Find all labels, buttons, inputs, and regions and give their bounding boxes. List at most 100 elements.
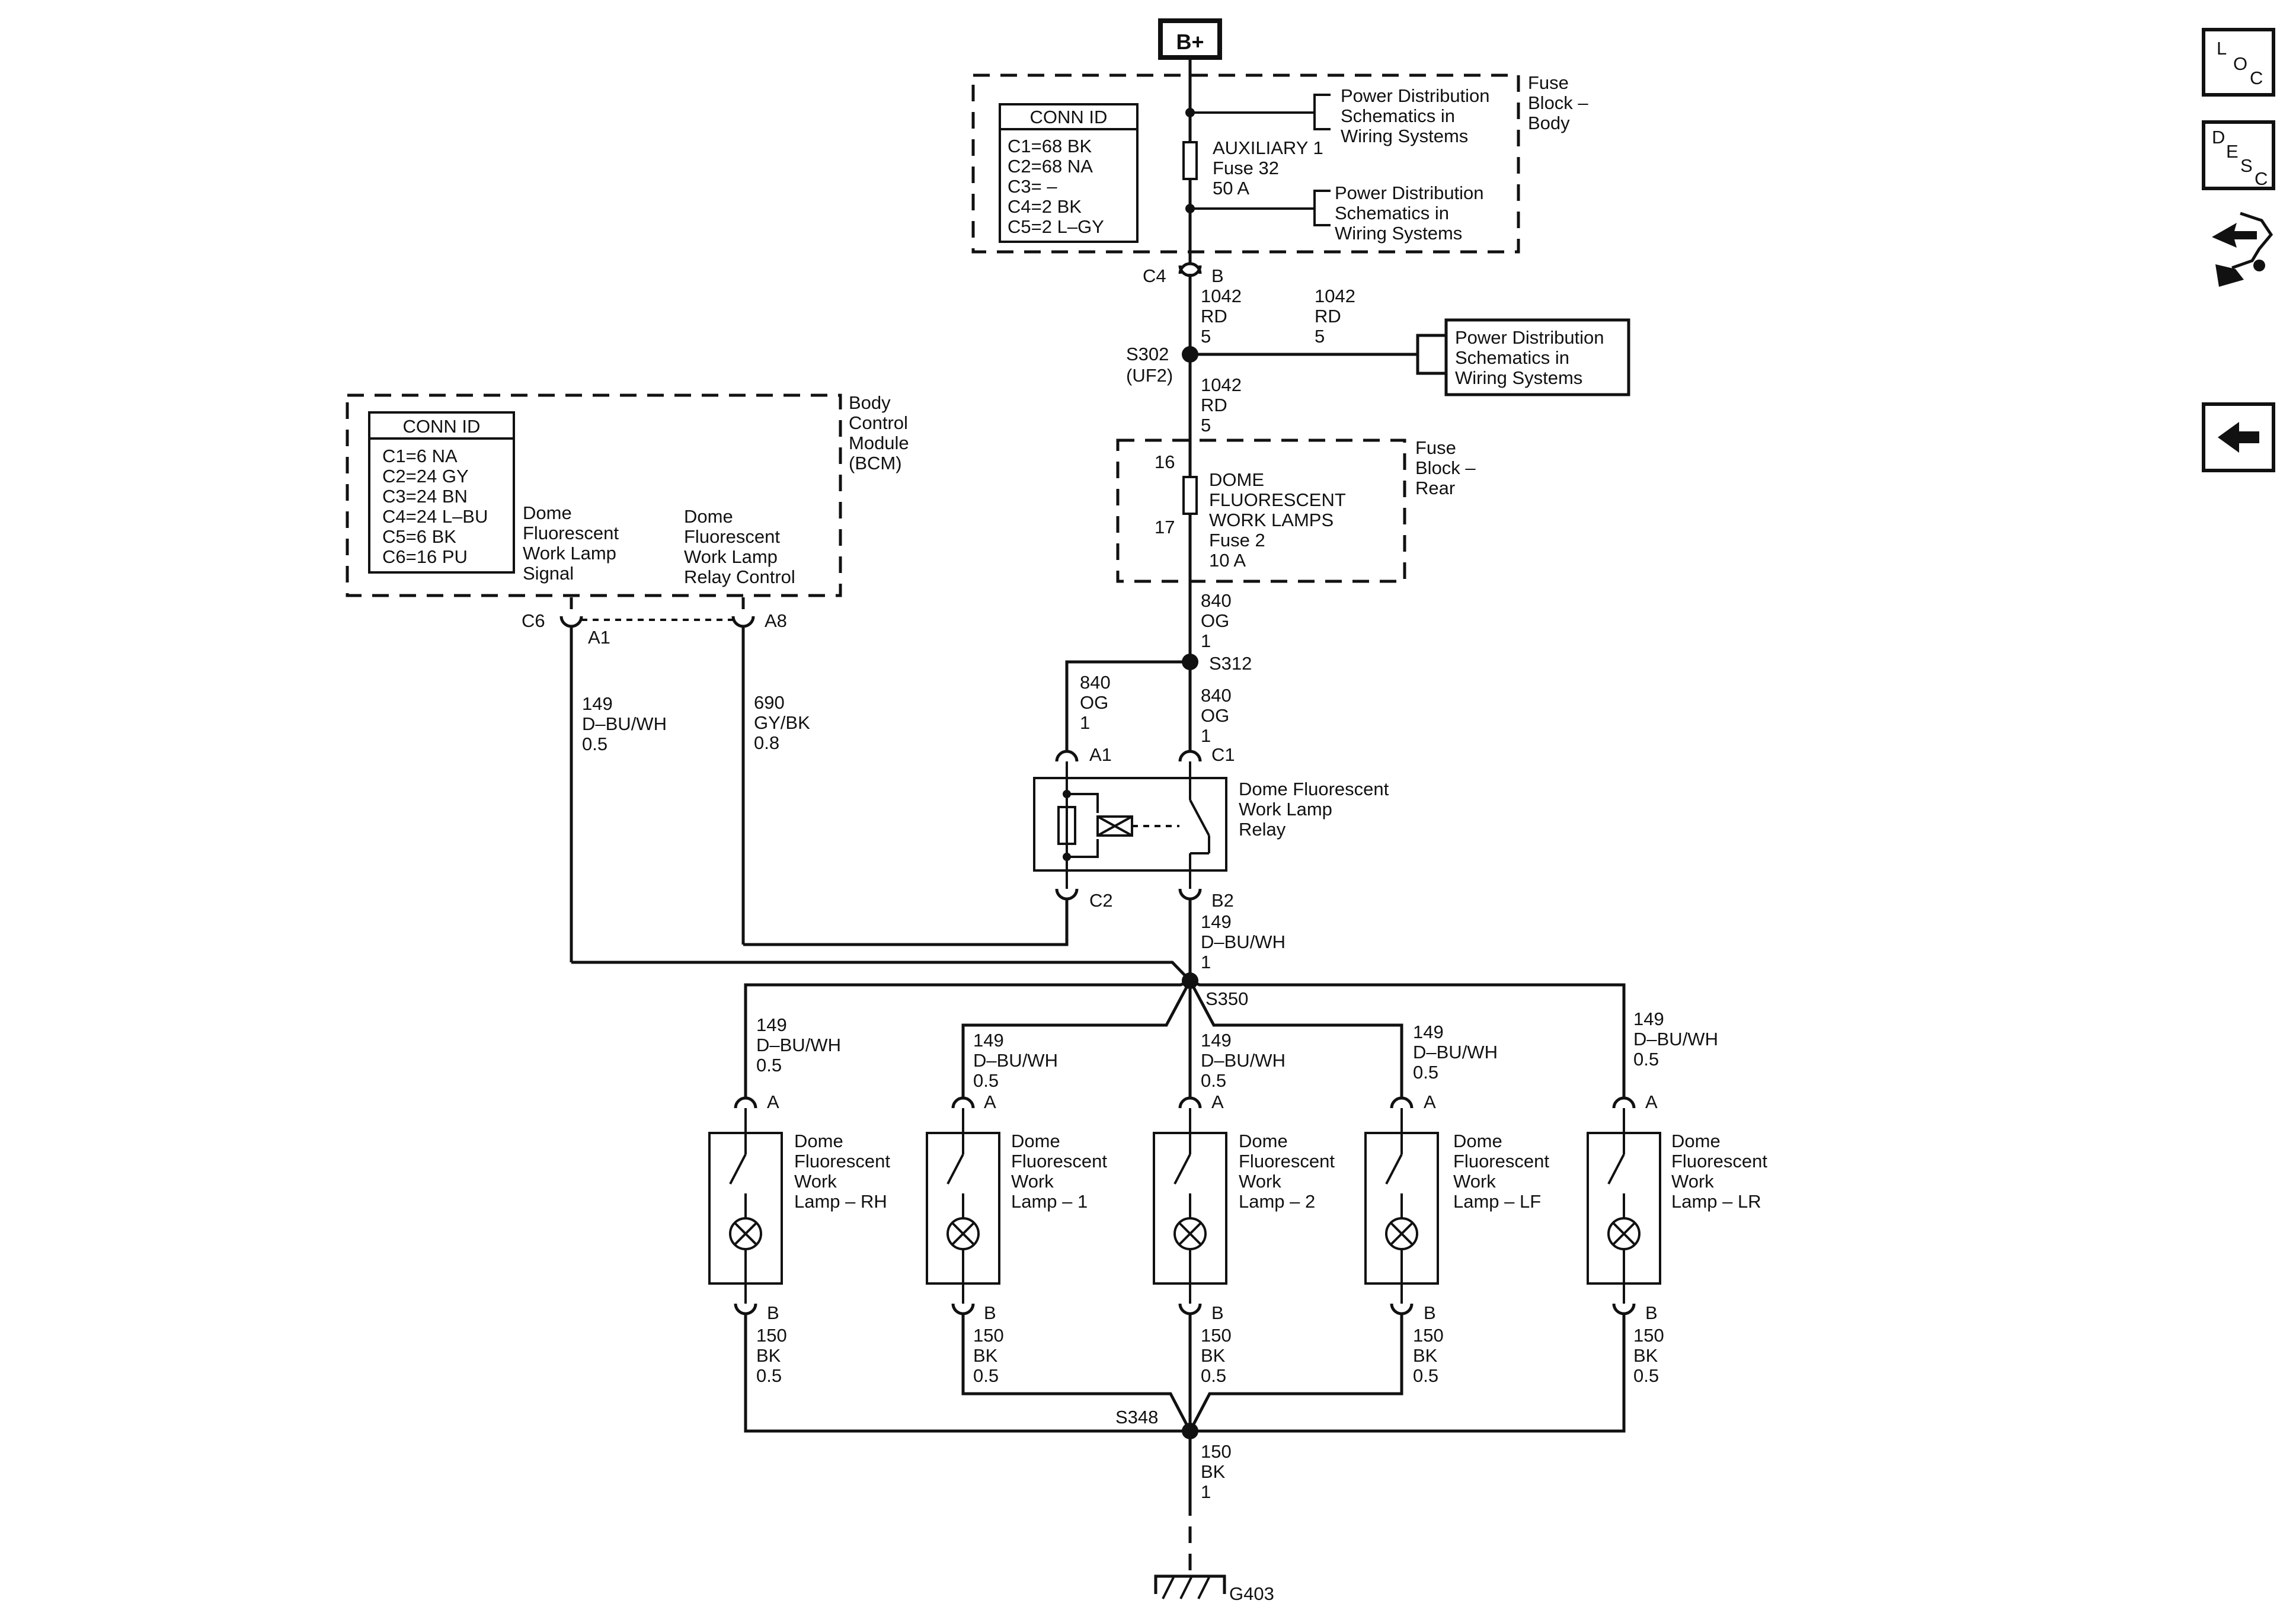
ref-box-s302: Power Distribution Schematics in Wiring … (1444, 318, 1630, 396)
conn-id-row: C3= – (1008, 176, 1057, 197)
fuse-pin-16: 16 (1155, 452, 1175, 472)
relay-label-2: Work Lamp (1239, 799, 1332, 820)
lamp-wire-out-size: 0.5 (1201, 1365, 1226, 1386)
wire-1042-color: RD (1315, 306, 1341, 327)
ref-bracket (1313, 94, 1331, 130)
conn-id-row: C6=16 PU (382, 546, 468, 567)
wire-840-num: 840 (1201, 685, 1232, 706)
ref-lower-line-3: Wiring Systems (1335, 223, 1462, 244)
fuse-symbol (1182, 141, 1198, 180)
back-arrow-icon[interactable] (2202, 402, 2275, 472)
ground-label: G403 (1229, 1583, 1274, 1604)
connector-c4-pin: B (1211, 265, 1224, 286)
lamp-wire-in-size: 0.5 (973, 1070, 999, 1091)
lamp-wire-in-color: D–BU/WH (1633, 1029, 1718, 1049)
relay-pin-c1: C1 (1211, 744, 1235, 765)
ref-upper-line-2: Schematics in (1341, 105, 1455, 126)
lamp-wire-in-num: 149 (1413, 1022, 1444, 1042)
lamp-wire-in-color: D–BU/WH (756, 1035, 841, 1055)
lamp-label-4: Lamp – RH (794, 1191, 887, 1212)
bcm-relay-ctrl-1: Dome (684, 506, 733, 527)
lamp-label-1: Dome (1011, 1131, 1060, 1151)
splice-s348: S348 (1115, 1407, 1198, 1439)
lamp-pin-b: B (767, 1302, 779, 1323)
conn-id-header: CONN ID (403, 416, 481, 437)
fuse-block-body-conn-id-table: CONN ID C1=68 BK C2=68 NA C3= – C4=2 BK … (999, 103, 1139, 243)
wire-840-size: 1 (1080, 712, 1090, 733)
loc-button[interactable]: L O C (2202, 28, 2275, 97)
desc-button[interactable]: D E S C (2202, 120, 2275, 190)
wire-150-size: 1 (1201, 1481, 1211, 1502)
dome-lamp-relay: A1 C1 C2 B2 Dome Fluorescent Work Lamp R… (1033, 744, 1389, 911)
lamp-label-2: Fluorescent (794, 1151, 890, 1172)
lamp-lf: 149 D–BU/WH 0.5 A B Dome Fluorescent Wor… (1364, 1022, 1549, 1386)
lamp-pin-a: A (767, 1092, 779, 1112)
lamp-label-3: Work (1239, 1171, 1281, 1192)
lamp-wire-out-color: BK (973, 1345, 998, 1366)
lamp-wire-out-color: BK (1633, 1345, 1658, 1366)
wire-690-num: 690 (754, 692, 785, 713)
lamp-wire-out-size: 0.5 (973, 1365, 999, 1386)
wire-1042-size: 5 (1315, 326, 1325, 347)
lamp-wire-in-num: 149 (756, 1014, 787, 1035)
lamp-wire-out-size: 0.5 (1633, 1365, 1659, 1386)
lamp-label-3: Work (1453, 1171, 1496, 1192)
conn-id-row: C2=68 NA (1008, 156, 1093, 177)
lamp-wire-out-color: BK (1201, 1345, 1226, 1366)
ref-box-line-2: Schematics in (1455, 347, 1569, 368)
conn-id-row: C1=68 BK (1008, 136, 1092, 156)
conn-id-row: C3=24 BN (382, 486, 468, 507)
lamp-label-3: Work (1011, 1171, 1054, 1192)
relay-pin-b2: B2 (1211, 890, 1234, 911)
bcm-conn-id-table: CONN ID C1=6 NA C2=24 GY C3=24 BN C4=24 … (368, 411, 515, 574)
lamp-wire-in-size: 0.5 (1413, 1062, 1438, 1083)
conn-id-row: C4=2 BK (1008, 196, 1082, 217)
splice-s302-label: S302 (1126, 344, 1169, 364)
splice-s312-label: S312 (1209, 653, 1252, 674)
body-control-module: Body Control Module (BCM) CONN ID C1=6 N… (346, 392, 909, 648)
fuse-block-rear-title-1: Fuse (1415, 437, 1456, 458)
wire-690-size: 0.8 (754, 732, 779, 753)
lamp-label-4: Lamp – 2 (1239, 1191, 1315, 1212)
fuse-symbol (1182, 476, 1198, 515)
conn-id-header: CONN ID (1030, 107, 1108, 127)
fuse-2-line-5: 10 A (1209, 550, 1246, 571)
wire-840-num: 840 (1080, 672, 1111, 693)
relay-pin-c2: C2 (1089, 890, 1113, 911)
lamp-label-4: Lamp – 1 (1011, 1191, 1088, 1212)
connector-c4: C4 B (1143, 262, 1224, 286)
connector-tool-icon[interactable] (2212, 212, 2273, 287)
bcm-signal-4: Signal (523, 563, 574, 584)
lamp-wire-in-num: 149 (973, 1030, 1004, 1051)
ref-lower-line-2: Schematics in (1335, 203, 1449, 223)
b-plus-label: B+ (1176, 30, 1204, 54)
lamp-label-1: Dome (1671, 1131, 1721, 1151)
lamp-pin-b: B (1211, 1302, 1224, 1323)
wire-840-color: OG (1080, 692, 1108, 713)
fuse-block-rear-title-2: Block – (1415, 457, 1476, 478)
bcm-relay-ctrl-3: Work Lamp (684, 546, 778, 567)
lamp-label-2: Fluorescent (1239, 1151, 1335, 1172)
wire-149-size: 0.5 (582, 734, 607, 754)
lamp-1: 149 D–BU/WH 0.5 A B Dome Fluorescent Wor… (926, 1030, 1107, 1386)
lamp-wire-in-size: 0.5 (1633, 1049, 1659, 1070)
lamp-label-1: Dome (1453, 1131, 1502, 1151)
fuse-32-line-1: AUXILIARY 1 (1213, 137, 1323, 158)
bcm-title-4: (BCM) (849, 453, 902, 473)
bcm-signal-1: Dome (523, 502, 572, 523)
lamp-label-4: Lamp – LF (1453, 1191, 1541, 1212)
loc-letter-c: C (2250, 68, 2263, 88)
ref-lower-line-1: Power Distribution (1335, 183, 1484, 203)
lamp-pin-a: A (984, 1092, 996, 1112)
desc-letter-e: E (2226, 141, 2239, 162)
wire-1042-color: RD (1201, 395, 1227, 415)
relay-pin-a1: A1 (1089, 744, 1112, 765)
wire-1042-num: 1042 (1201, 286, 1242, 306)
conn-id-row: C2=24 GY (382, 466, 469, 486)
ref-bracket (1416, 334, 1446, 375)
ref-box-line-3: Wiring Systems (1455, 367, 1582, 388)
wire-840-num: 840 (1201, 590, 1232, 611)
lamp-label-2: Fluorescent (1453, 1151, 1549, 1172)
fuse-2-line-1: DOME (1209, 469, 1264, 490)
bcm-relay-ctrl-2: Fluorescent (684, 526, 780, 547)
